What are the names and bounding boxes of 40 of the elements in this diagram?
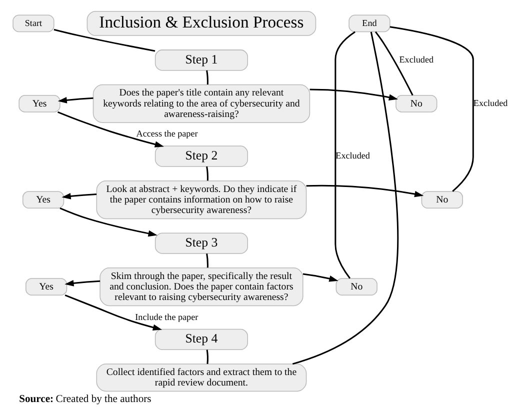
connector [334,31,355,279]
arrow [306,184,424,198]
node-box: Start [12,14,54,32]
node-box: Skim through the paper, specifically the result and conclusion. Does the paper contain factors relevant to raising cybersecurity awareness? [99,268,303,306]
arrow [59,207,157,237]
arrow [64,280,100,286]
connector [374,31,413,96]
arrow [56,111,164,148]
node-box: End [348,14,390,32]
edge-label: Include the paper [134,312,198,322]
node-box: Does the paper's title contain any relevant keywords relating to the area of cybersecurity and awareness-raising? [92,84,310,123]
node-box: No [395,94,437,112]
node-box: No [420,191,462,208]
caption: Source: Created by the authors [18,394,151,405]
arrow [64,294,162,331]
edge-label: Excluded [335,150,370,161]
node-box: Yes [18,94,60,112]
node-box: Yes [25,278,67,296]
node-box: Look at abstract + keywords. Do they indicate if the paper contains information on how to raise cybersecurity awareness? [96,180,306,220]
node-box: Yes [22,191,64,208]
edge-label: Excluded [398,54,434,64]
node-box: Collect identified factors and extract them to the rapid review document. [96,364,306,392]
connector [292,32,398,365]
node-box: Step 3 [154,232,248,254]
connector [206,166,208,181]
node-box: No [335,278,377,296]
connector [206,70,208,84]
node-box: Step 1 [154,50,248,71]
connector [53,28,155,52]
edge-label: Access the paper [136,128,198,139]
connector [206,350,208,364]
connector [389,26,474,192]
node-box: Step 4 [154,328,248,350]
arrow [302,273,338,282]
arrow [61,193,96,200]
node-box: Inclusion & Exclusion Process [86,10,316,36]
arrow [57,97,93,104]
arrow [309,88,398,100]
node-box: Step 2 [154,146,248,167]
connector [206,253,208,268]
